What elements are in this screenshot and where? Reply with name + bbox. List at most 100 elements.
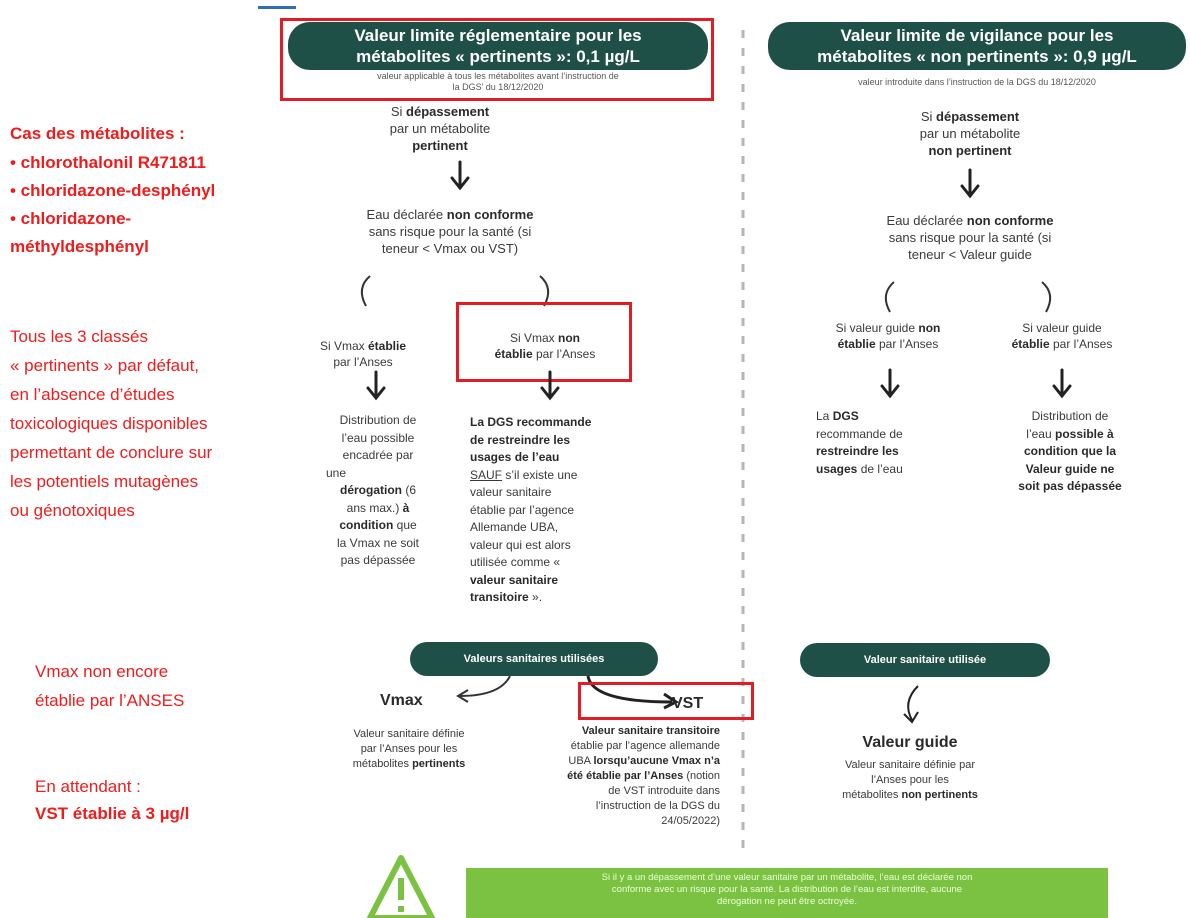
dist-b2: à	[402, 500, 410, 515]
eau-line-3: teneur < Vmax ou VST)	[381, 241, 519, 256]
np-bl-bold-2: établie	[837, 337, 876, 351]
warning-line-1: Si il y a un dépassement d’une valeur sa…	[601, 872, 973, 883]
down-arrow-icon	[880, 368, 900, 399]
np-dist-b4: soit pas dépassée	[1018, 479, 1122, 493]
np-eau-line-3: teneur < Valeur guide	[908, 247, 1032, 262]
vst-desc-b2: lorsqu’aucune Vmax n’a	[593, 755, 720, 767]
vmax-note-line-2: établie par l’ANSES	[35, 691, 185, 710]
header-np-line-1: Valeur limite de vigilance pour les	[840, 26, 1114, 45]
vst-desc-l6: 24/05/2022)	[661, 815, 720, 827]
np-dist-b1: possible à	[1055, 426, 1114, 441]
np-dgs-b3: usages	[816, 461, 858, 476]
pill-valeur-sanitaire: Valeur sanitaire utilisée	[800, 643, 1050, 677]
curve-down-arrow-icon	[903, 685, 919, 724]
dgs-recommande: La DGS recommande de restreindre les usa…	[470, 414, 660, 607]
par-metabolite-text: par un métabolite	[389, 121, 491, 136]
eau-non-conforme-right: Eau déclarée non conforme sans risque po…	[840, 212, 1100, 263]
header-note-line-2: la DGS’ du 18/12/2020	[452, 82, 544, 92]
dist-l4: une	[326, 465, 347, 480]
distribution-derogation: Distribution de l’eau possible encadrée …	[318, 412, 438, 570]
curve-right-arrow-icon	[1041, 281, 1052, 313]
vst-desc-b3: été établie par l’Anses	[567, 770, 684, 782]
header-pertinents: Valeur limite réglementaire pour les mét…	[288, 22, 708, 70]
np-br-pre: Si valeur guide	[1022, 321, 1102, 335]
vmax-note-line-1: Vmax non encore	[35, 662, 169, 681]
classes-line-7: ou génotoxiques	[10, 501, 135, 520]
vst-desc-l4: de VST introduite dans	[608, 785, 720, 797]
depassement-non-pertinent: Si dépassement par un métabolite non per…	[870, 108, 1070, 159]
branch-left-line-2: par l’Anses	[333, 355, 393, 369]
classes-line-3: en l’absence d’études	[10, 385, 175, 404]
warning-line-3: dérogation ne peut être octroyée.	[717, 896, 857, 907]
warning-triangle-icon	[367, 855, 435, 918]
guide-desc-l3: métabolites	[842, 789, 899, 801]
header-pertinents-note: valeur applicable à tous les métabolites…	[290, 71, 706, 93]
dist-l3: encadrée par	[342, 448, 414, 462]
valeur-guide-description: Valeur sanitaire définie par l’Anses pou…	[825, 758, 995, 803]
dgs-sauf: SAUF	[470, 467, 503, 482]
classes-line-6: les potentiels mutagènes	[10, 472, 199, 491]
dgs-b3: usages de l’eau	[470, 450, 560, 464]
np-bl-bold-1: non	[918, 321, 941, 335]
dgs-b4: valeur sanitaire	[470, 572, 559, 587]
valeur-guide-title: Valeur guide	[862, 734, 958, 751]
guide-desc-l1: Valeur sanitaire définie par	[844, 759, 976, 771]
np-br-bold: établie	[1011, 337, 1050, 351]
header-pertinents-line-1: Valeur limite réglementaire pour les	[354, 26, 642, 45]
branch-right-bold-1: non	[558, 331, 581, 345]
dist-l2: l’eau possible	[341, 430, 415, 445]
vmax-title: Vmax	[380, 692, 423, 709]
dgs-l5: valeur qui est alors	[470, 537, 571, 552]
guide-desc-l2: l’Anses pour les	[871, 774, 949, 786]
header-np-line-2: métabolites « non pertinents »: 0,9 µg/L	[817, 47, 1137, 67]
down-arrow-icon	[450, 160, 470, 191]
eau-pre: Eau déclarée	[366, 207, 444, 222]
vst-value: VST établie à 3 µg/l	[35, 804, 190, 823]
metabolite-item-2: • chloridazone-desphényl	[10, 181, 216, 200]
header-pertinents-line-2: métabolites « pertinents »: 0,1 µg/L	[356, 47, 640, 67]
dist-l7: que	[396, 518, 417, 532]
np-dgs-recommande: La DGS recommande de restreindre les usa…	[816, 408, 946, 478]
np-dgs-l3: de l’eau	[860, 461, 903, 476]
vst-desc-l1: établie par l’agence allemande	[570, 740, 720, 752]
branch-left-pre: Si Vmax	[319, 339, 365, 353]
vmax-description: Valeur sanitaire définie par l’Anses pou…	[345, 727, 473, 772]
vmax-desc-l3: métabolites	[352, 758, 409, 770]
down-arrow-icon	[960, 168, 980, 199]
branch-vmax-etablie: Si Vmax établie par l’Anses	[298, 338, 428, 370]
column-divider	[741, 30, 745, 850]
np-nonpertinent: non pertinent	[928, 143, 1012, 158]
branch-right-post: par l’Anses	[535, 347, 596, 361]
branch-right-pre: Si Vmax	[509, 331, 555, 345]
np-eau-bold: non conforme	[966, 213, 1054, 228]
classes-line-5: permettant de conclure sur	[10, 443, 213, 462]
eau-non-conforme-left: Eau déclarée non conforme sans risque po…	[320, 206, 580, 257]
highlight-box-vst	[578, 682, 754, 720]
classes-line-1: Tous les 3 classés	[10, 327, 148, 346]
down-arrow-icon	[1052, 368, 1072, 399]
branch-guide-etablie: Si valeur guide établie par l’Anses	[982, 320, 1142, 352]
vst-description: Valeur sanitaire transitoire établie par…	[522, 724, 720, 829]
dist-l8: la Vmax ne soit	[336, 535, 420, 550]
header-note-line-1: valeur applicable à tous les métabolites…	[377, 71, 619, 81]
eau-bold: non conforme	[446, 207, 534, 222]
warning-line-2: conforme avec un risque pour la santé. L…	[611, 884, 963, 895]
curve-arrow-to-vst-icon	[586, 675, 679, 710]
dist-l1: Distribution de	[339, 413, 417, 427]
depassement-text: dépassement	[406, 104, 490, 119]
np-distribution: Distribution de l’eau possible à conditi…	[990, 408, 1150, 496]
header-non-pertinents-note: valeur introduite dans l’instruction de …	[858, 77, 1096, 87]
np-dist-l2: l’eau	[1026, 426, 1052, 441]
np-eau-pre: Eau déclarée	[886, 213, 964, 228]
branch-right-bold-2: établie	[494, 347, 533, 361]
eau-line-2: sans risque pour la santé (si	[368, 224, 532, 239]
pill-valeurs-sanitaires: Valeurs sanitaires utilisées	[410, 642, 658, 676]
attente-label: En attendant :	[35, 777, 141, 796]
np-dgs-b1: DGS	[832, 409, 859, 423]
classes-line-4: toxicologiques disponibles	[10, 414, 208, 433]
highlight-box-header	[280, 18, 714, 101]
dist-l9: pas dépassée	[340, 553, 416, 567]
dgs-l1: s’il existe une	[505, 467, 578, 482]
np-br-post: par l’Anses	[1052, 337, 1113, 351]
np-dist-l1: Distribution de	[1031, 409, 1109, 423]
